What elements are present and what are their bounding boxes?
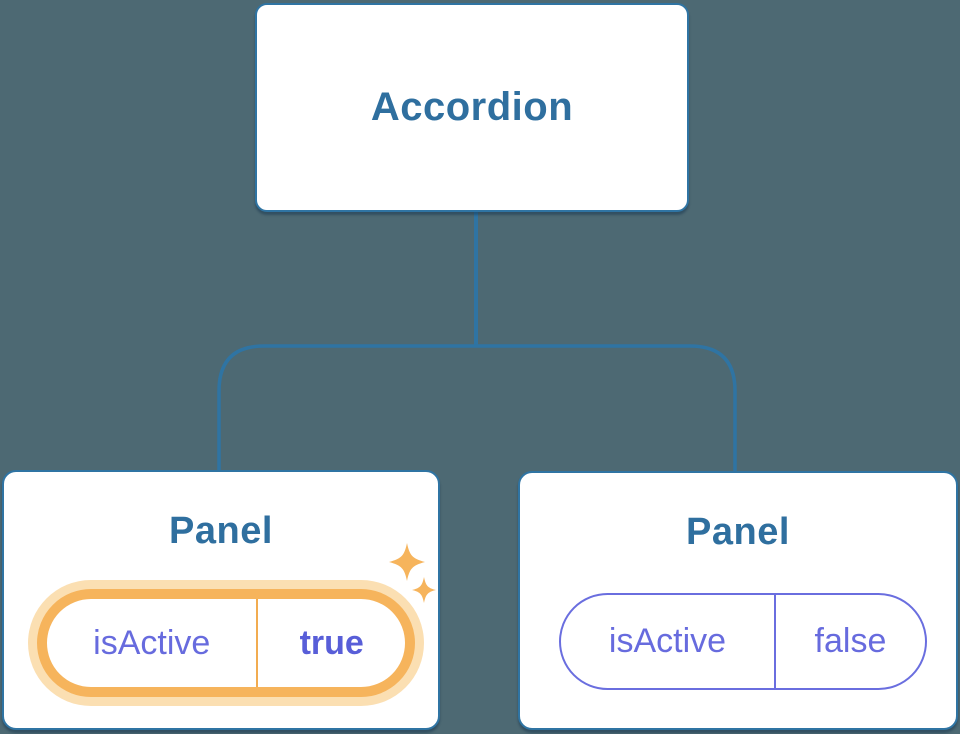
state-prop-value: false (814, 622, 887, 660)
panel-title: Panel (686, 511, 790, 553)
pill-divider (256, 599, 259, 687)
pill-divider (773, 595, 776, 688)
panel-node-inactive: Panel isActive false (518, 471, 958, 730)
state-prop-value: true (299, 623, 364, 662)
state-prop-name: isActive (93, 623, 211, 662)
state-pill-inactive: isActive false (559, 593, 927, 690)
panel-title: Panel (169, 510, 273, 552)
state-prop-name: isActive (608, 622, 727, 660)
state-pill-active: isActive true (37, 589, 415, 697)
accordion-label: Accordion (370, 85, 574, 129)
sparkles-icon (389, 543, 436, 603)
panel-node-active: Panel isActive true (2, 470, 440, 730)
accordion-node: Accordion (255, 3, 689, 212)
